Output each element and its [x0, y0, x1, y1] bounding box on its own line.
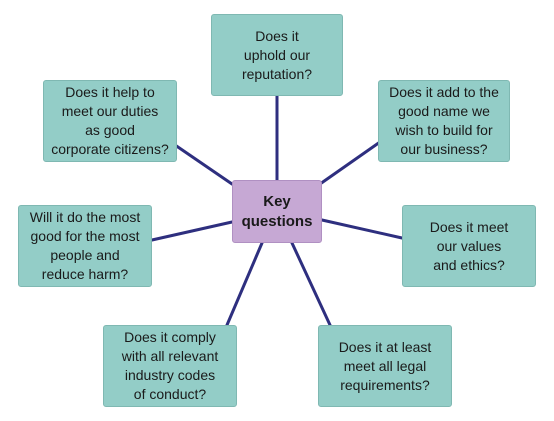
question-values: Does it meet our values and ethics? — [402, 205, 536, 287]
question-industry-codes: Does it comply with all relevant industr… — [103, 325, 237, 407]
connector-good-name — [318, 140, 382, 186]
question-most-good: Will it do the most good for the most pe… — [18, 205, 152, 287]
center-key-questions: Key questions — [232, 180, 322, 243]
connector-most-good — [150, 220, 234, 242]
question-reputation: Does it uphold our reputation? — [211, 14, 343, 96]
connector-legal — [290, 241, 332, 327]
connector-corporate-citizens — [173, 143, 234, 186]
connector-industry-codes — [225, 241, 264, 327]
connector-values — [320, 218, 404, 240]
question-legal: Does it at least meet all legal requirem… — [318, 325, 452, 407]
question-good-name: Does it add to the good name we wish to … — [378, 80, 510, 162]
question-corporate-citizens: Does it help to meet our duties as good … — [43, 80, 177, 162]
